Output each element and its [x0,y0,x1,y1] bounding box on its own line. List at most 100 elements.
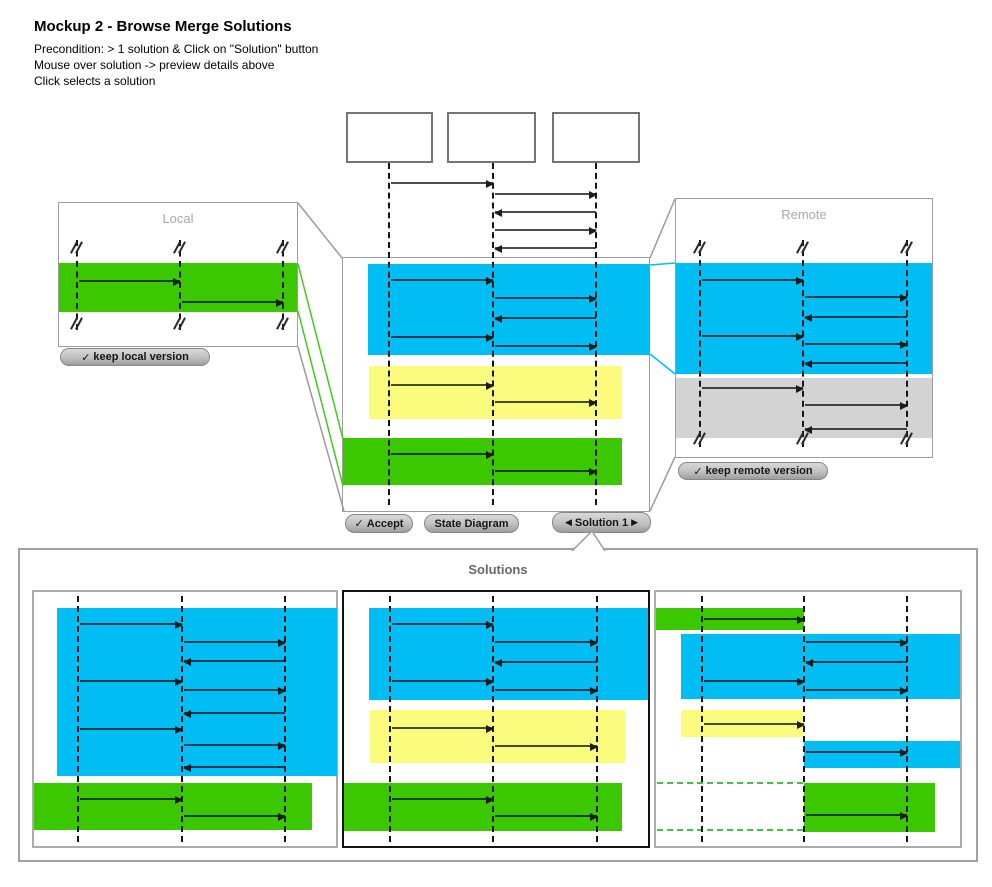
break-mark-icon [693,241,706,254]
message-arrow [805,402,908,410]
break-mark-icon [900,241,913,254]
message-arrow [494,245,596,253]
blue-band [57,608,337,776]
message-arrow [494,315,596,323]
local-panel-title: Local [162,211,194,226]
keep-local-version-label: keep local version [93,351,189,363]
message-arrow [494,209,596,217]
keep-remote-version-button[interactable]: ✓keep remote version [678,462,828,480]
lifeline [803,596,805,842]
message-arrow [391,451,494,459]
lifeline-head-box [346,112,433,163]
lifeline [181,596,183,842]
green-band [59,263,297,312]
green-band [34,783,312,830]
message-arrow [704,678,805,686]
lifeline [699,240,701,447]
solutions-panel-title: Solutions [468,562,528,577]
blue-band [681,634,960,699]
message-arrow [80,796,183,804]
message-arrow [805,294,908,302]
lifeline [701,596,703,842]
message-arrow [80,621,183,629]
message-arrow [702,333,804,341]
message-arrow [495,343,597,351]
lifeline [906,596,908,842]
message-arrow [184,813,286,821]
break-mark-icon [796,241,809,254]
lifeline-head-box [447,112,536,163]
message-arrow [392,678,494,686]
lifeline [77,596,79,842]
message-arrow [495,743,598,751]
remote-panel-title: Remote [781,207,827,222]
break-mark-icon [693,432,706,445]
break-mark-icon [173,241,186,254]
message-arrow [806,687,908,695]
empty-placeholder-dashed-line [657,782,803,784]
message-arrow [391,277,494,285]
accept-label: Accept [366,517,404,530]
message-arrow [495,191,597,199]
message-arrow [391,382,494,390]
empty-placeholder-dashed-line [657,829,803,831]
message-arrow [804,360,907,368]
keep-remote-version-label: keep remote version [705,465,813,477]
lifeline [595,163,597,505]
keep-local-version-button[interactable]: ✓keep local version [60,348,210,366]
precondition-text: Precondition: > 1 solution & Click on "S… [34,42,319,56]
message-arrow [184,639,286,647]
message-arrow [495,468,597,476]
message-arrow [392,725,494,733]
blue-band [369,608,648,700]
page-title: Mockup 2 - Browse Merge Solutions [34,18,292,35]
page-header: Mockup 2 - Browse Merge Solutions Precon… [34,18,318,89]
lifeline [492,596,494,842]
hover-instruction-text: Mouse over solution -> preview details a… [34,58,275,72]
lifeline [76,240,78,330]
lifeline [389,596,391,842]
break-mark-icon [900,432,913,445]
state-diagram-label: State Diagram [434,517,509,530]
message-arrow [184,687,286,695]
message-arrow [704,721,805,729]
message-arrow [804,314,907,322]
message-arrow [183,658,285,666]
next-solution-icon[interactable]: ▶ [631,517,638,527]
break-mark-icon [70,317,83,330]
green-band [343,438,622,485]
check-icon: ✓ [693,465,703,478]
message-arrow [495,687,598,695]
message-arrow [184,742,286,750]
solution-label: Solution 1 [574,516,629,529]
message-arrow [80,726,183,734]
message-arrow [805,659,907,667]
message-arrow [182,299,284,307]
blue-band [804,741,960,768]
lifeline [388,163,390,505]
yellow-band [369,366,622,419]
break-mark-icon [70,241,83,254]
message-arrow [495,639,598,647]
message-arrow [391,180,494,188]
message-arrow [494,659,597,667]
message-arrow [183,764,285,772]
state-diagram-button[interactable]: State Diagram [424,514,519,533]
previous-solution-icon[interactable]: ◀ [564,517,572,527]
green-band [804,783,935,832]
message-arrow [391,334,494,342]
green-band [344,783,622,831]
message-arrow [702,385,804,393]
break-mark-icon [276,317,289,330]
click-instruction-text: Click selects a solution [34,74,156,88]
lifeline [282,240,284,330]
message-arrow [392,796,494,804]
break-mark-icon [276,241,289,254]
message-arrow [806,639,908,647]
check-icon: ✓ [81,351,91,364]
message-arrow [392,621,494,629]
accept-button[interactable]: ✓Accept [345,514,413,533]
message-arrow [806,812,908,820]
solution-nav-button[interactable]: ◀ Solution 1 ▶ [552,512,651,533]
message-arrow [495,295,597,303]
